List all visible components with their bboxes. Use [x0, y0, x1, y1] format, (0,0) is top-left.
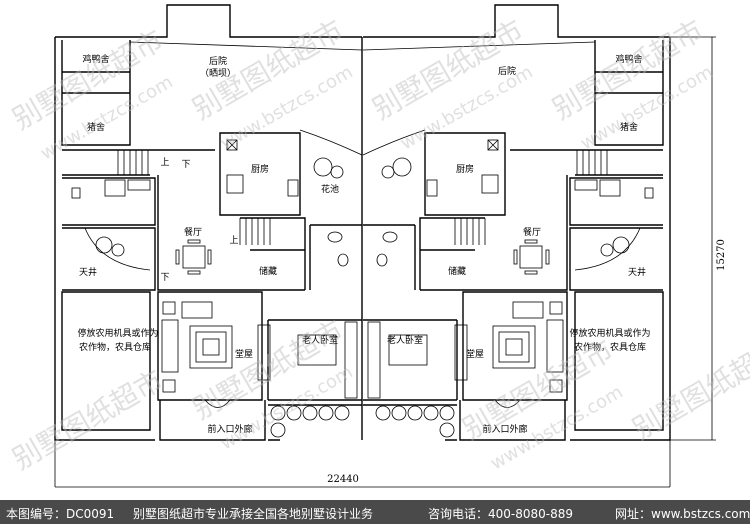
backyard-label-right: 后院: [498, 65, 516, 77]
planters: [270, 405, 350, 438]
depth-dimension: 15270: [716, 239, 727, 271]
front-corridor-label: 前入口外廊: [207, 423, 252, 435]
flower-pond-label: 花池: [321, 183, 339, 195]
skywell-label-right: 天井: [628, 266, 646, 278]
front-corridor-label-right: 前入口外廊: [482, 423, 527, 435]
backyard-label: 后院: [209, 55, 227, 67]
chicken-coop-label-right: 鸡鸭舍: [615, 53, 642, 65]
pig-pen-label-right: 猪舍: [620, 121, 638, 133]
farm-storage-label-2: 农作物，农具仓库: [79, 341, 151, 353]
backyard-note: （晒坝）: [200, 68, 236, 79]
watermark: 别墅图纸超市 www.bstzcs.com 别墅图纸超市 www.bstzcs.…: [7, 13, 750, 476]
pig-pen-label: 猪舍: [87, 121, 105, 133]
chicken-coop-label: 鸡鸭舍: [82, 53, 109, 65]
phone-text: 咨询电话：400-8080-889: [428, 507, 574, 521]
svg-text:别墅图纸超市: 别墅图纸超市: [7, 363, 169, 476]
stair-down-label: 下: [160, 273, 169, 283]
kitchen-label-right: 厨房: [456, 163, 474, 175]
footer-bar: 本图编号：DC0091 别墅图纸超市专业承接全国各地别墅设计业务 咨询电话：40…: [0, 500, 750, 524]
elder-bedroom-label-right: 老人卧室: [387, 334, 423, 346]
farm-storage-label-right-2: 农作物，农具仓库: [574, 341, 646, 353]
stair-back: [117, 150, 149, 175]
stair-down-label: 下: [181, 160, 190, 170]
service-text: 别墅图纸超市专业承接全国各地别墅设计业务: [133, 507, 374, 521]
floor-plan-drawing: 22440 15270 鸡鸭舍 猪舍 后院 （晒坝） 厨房 花池 餐厅 天井 储…: [7, 4, 750, 488]
left-unit-walls: [54, 4, 363, 487]
storage-label: 储藏: [259, 265, 277, 277]
farm-storage-label-right-1: 停放农用机具或作为: [569, 327, 650, 339]
dining-label-right: 餐厅: [523, 226, 541, 238]
storage-label-right: 储藏: [448, 265, 466, 277]
stair-up-label: 上: [160, 157, 169, 168]
farm-storage-label-1: 停放农用机具或作为: [77, 327, 158, 339]
drawing-code: 本图编号：DC0091: [6, 507, 115, 521]
skywell-label: 天井: [79, 266, 97, 278]
website-link[interactable]: 网址：www.bstzcs.com: [615, 507, 750, 521]
kitchen-label: 厨房: [251, 163, 269, 175]
stair-up-label: 上: [229, 235, 238, 246]
main-hall-label-right: 堂屋: [466, 348, 484, 360]
main-hall-label: 堂屋: [235, 348, 253, 360]
width-dimension: 22440: [327, 474, 359, 485]
dining-label: 餐厅: [184, 226, 202, 238]
elder-bedroom-label: 老人卧室: [302, 334, 338, 346]
